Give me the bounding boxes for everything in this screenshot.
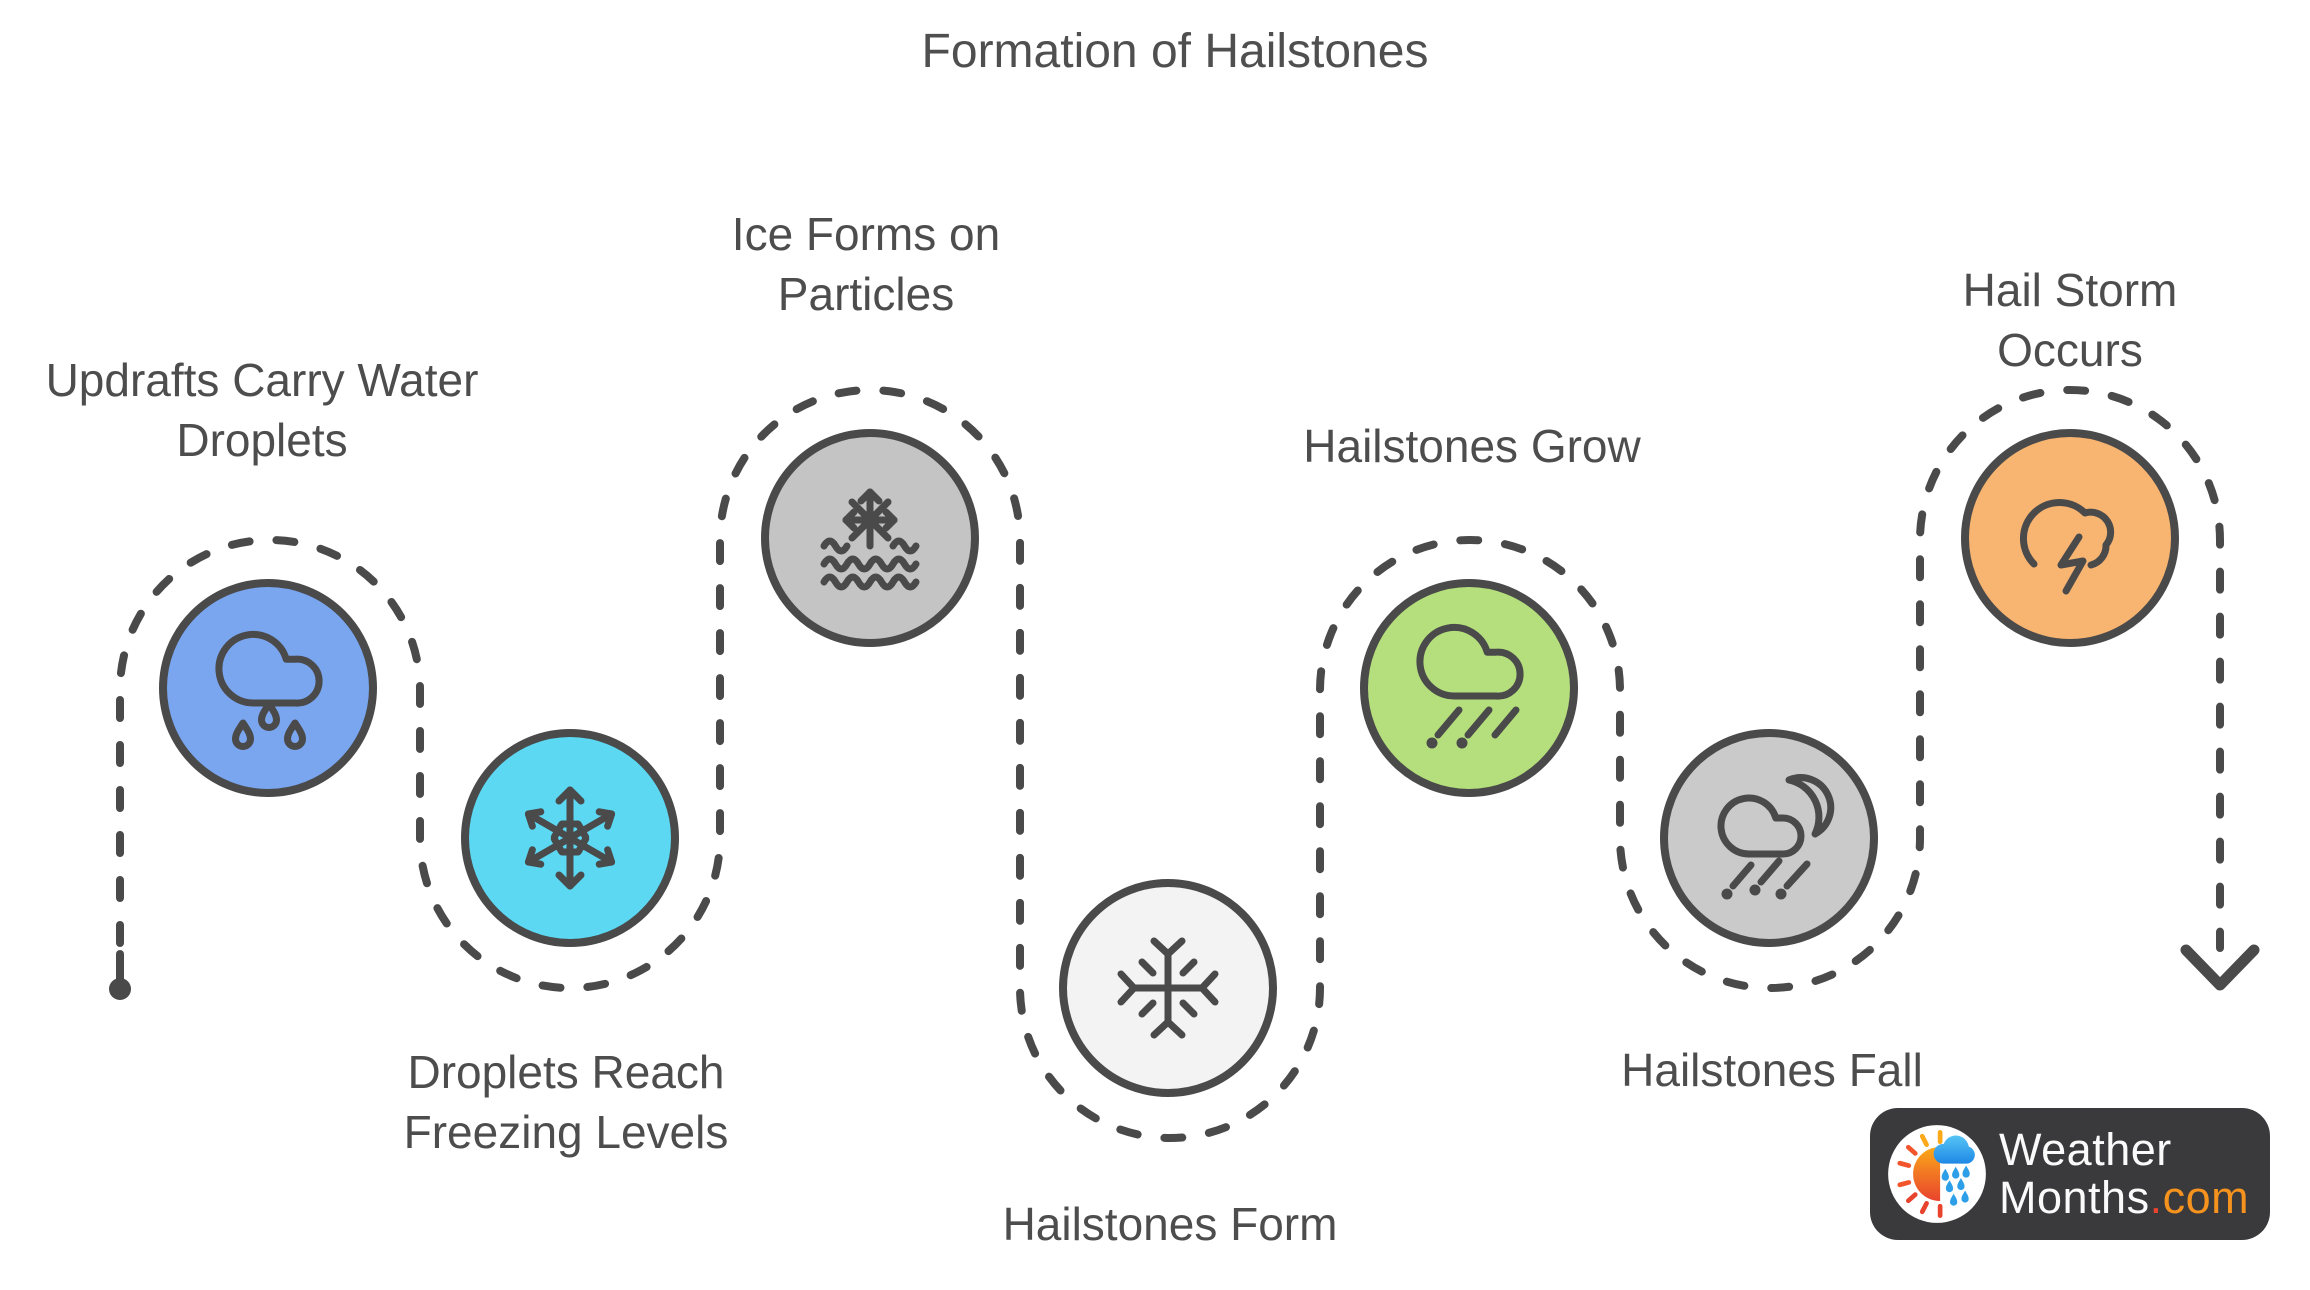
step-circle-hailstones-grow — [1360, 579, 1578, 797]
logo-text: Weather Months.com — [1999, 1126, 2249, 1222]
logo-line2: Months.com — [1999, 1174, 2249, 1222]
step-label-hailstones-grow: Hailstones Grow — [1303, 420, 1641, 472]
step-label-ice-forms: Ice Forms on Particles — [731, 208, 1001, 320]
step-circle-bg-hailstones-grow — [1360, 579, 1578, 797]
step-circle-hailstones-fall — [1660, 729, 1878, 947]
step-circle-bg-hailstones-fall — [1660, 729, 1878, 947]
step-circle-ice-forms — [761, 429, 979, 647]
step-label-hail-storm: Hail Storm Occurs — [1962, 264, 2178, 376]
step-label-updrafts: Updrafts Carry Water Droplets — [45, 354, 479, 466]
cloud-moon-hail-icon — [1717, 774, 1835, 900]
step-circle-bg-hail-storm — [1961, 429, 2179, 647]
logo-com: com — [2162, 1172, 2250, 1223]
path-end-arrow-icon — [2180, 944, 2260, 991]
page-title: Formation of Hailstones — [921, 25, 1429, 78]
step-circle-freezing — [461, 729, 679, 947]
step-label-freezing: Droplets Reach Freezing Levels — [403, 1046, 729, 1158]
logo-dot: . — [2149, 1172, 2163, 1223]
weathermonths-logo: Weather Months.com — [1870, 1108, 2270, 1240]
step-circle-hail-storm — [1961, 429, 2179, 647]
cloud-lightning-icon — [2019, 498, 2115, 595]
logo-sun-cloud-icon — [1888, 1125, 1986, 1223]
snowflake-icon — [524, 786, 616, 890]
logo-line1: Weather — [1999, 1124, 2172, 1175]
rain-cloud-icon — [215, 630, 323, 750]
snowflake-over-waves-icon — [820, 488, 920, 591]
logo-months: Months — [1999, 1172, 2150, 1223]
step-label-hailstones-form: Hailstones Form — [1002, 1198, 1338, 1250]
dashed-process-path — [116, 386, 2224, 1142]
step-circle-hailstones-form — [1059, 879, 1277, 1097]
step-circle-bg-updrafts — [159, 579, 377, 797]
cloud-hail-icon — [1416, 623, 1524, 749]
path-start-dot — [109, 978, 131, 1000]
simple-snowflake-icon — [1117, 937, 1219, 1039]
step-circle-updrafts — [159, 579, 377, 797]
step-label-hailstones-fall: Hailstones Fall — [1621, 1044, 1923, 1096]
